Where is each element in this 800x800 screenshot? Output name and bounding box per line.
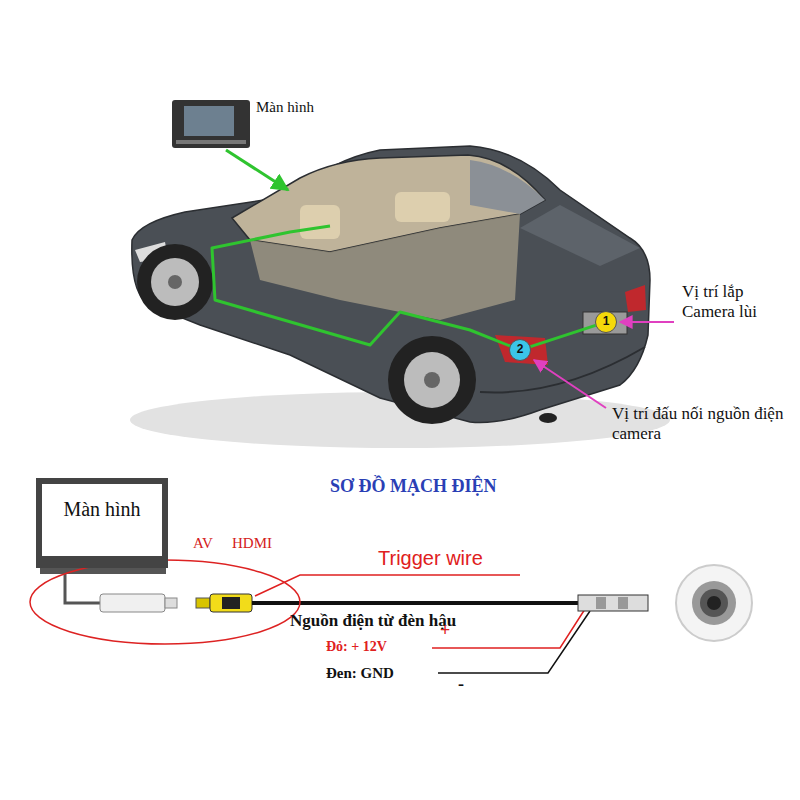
monitor-box: Màn hình	[36, 478, 168, 568]
camera-wire	[212, 226, 520, 350]
monitor-icon	[176, 140, 246, 144]
camera-connector	[578, 595, 648, 611]
highlight-ellipse	[30, 560, 300, 644]
camera-wire	[212, 226, 520, 350]
car-body	[470, 160, 545, 214]
monitor-pointer	[226, 150, 288, 190]
car-body	[395, 192, 450, 222]
callout-leader	[620, 321, 674, 323]
monitor-pointer	[226, 150, 288, 190]
monitor-icon	[172, 100, 250, 148]
car-wheel	[424, 372, 440, 388]
signal-name: Trigger wire	[378, 546, 483, 570]
callout-leader	[534, 322, 674, 408]
camera-connector	[618, 597, 628, 609]
rca-plug	[196, 594, 252, 612]
monitor-label: Màn hình	[54, 498, 150, 520]
camera-lens	[676, 565, 752, 641]
highlight-ellipse	[30, 560, 300, 644]
pin-name: +	[440, 620, 450, 642]
car-wheel	[151, 258, 199, 306]
signal-name: HDMI	[232, 534, 272, 552]
car-body	[480, 347, 645, 392]
car-wheel	[137, 244, 476, 424]
callout-number: 2	[509, 339, 531, 361]
monitor-label: Màn hình	[256, 98, 314, 116]
trigger-wire-line	[255, 575, 520, 596]
monitor-icon	[184, 106, 234, 136]
camera-wire	[530, 325, 595, 346]
car-wheel	[137, 244, 213, 320]
diagram-title: SƠ ĐỒ MẠCH ĐIỆN	[330, 476, 497, 498]
av-cable	[65, 574, 100, 603]
signal-name: AV	[193, 534, 213, 552]
power-wire	[438, 611, 590, 673]
callout-number: 1	[595, 311, 617, 333]
trigger-wire-line	[255, 575, 520, 596]
callout-leader	[534, 360, 606, 408]
av-connector	[165, 598, 177, 608]
car-wheel	[168, 275, 182, 289]
camera-lens	[692, 581, 736, 625]
callout-number: 1	[603, 315, 610, 328]
car-body	[520, 205, 640, 266]
wire-label: Đen: GND	[326, 664, 394, 682]
car-body	[495, 335, 548, 365]
wire-label: Đỏ: + 12V	[326, 639, 387, 656]
av-connector	[100, 594, 177, 612]
camera-cable	[252, 603, 580, 604]
rca-plug	[210, 594, 252, 612]
rca-plug	[196, 598, 210, 608]
power-position-label: Vị trí đấu nối nguồn điện camera	[612, 404, 790, 445]
car-wheel	[404, 352, 460, 408]
car-body	[250, 214, 520, 320]
callout-number: 2	[517, 343, 524, 356]
car-body	[625, 285, 646, 312]
monitor-icon	[172, 100, 250, 148]
camera-lens	[707, 596, 721, 610]
car-wheel	[388, 336, 476, 424]
camera-connector	[578, 595, 648, 611]
camera-cable	[252, 601, 580, 605]
power-source-label: Nguồn điện từ đèn hậu	[290, 611, 456, 631]
car-body	[539, 413, 557, 423]
camera-connector	[596, 597, 606, 609]
rca-plug	[222, 597, 240, 609]
car-body	[300, 205, 340, 239]
camera-lens	[700, 589, 728, 617]
camera-position-label: Vị trí lắp Camera lùi	[682, 282, 794, 323]
car-body	[132, 146, 650, 423]
pin-name: -	[458, 674, 464, 696]
av-cable	[65, 574, 100, 603]
camera-lens	[676, 565, 752, 641]
av-connector	[100, 594, 165, 612]
